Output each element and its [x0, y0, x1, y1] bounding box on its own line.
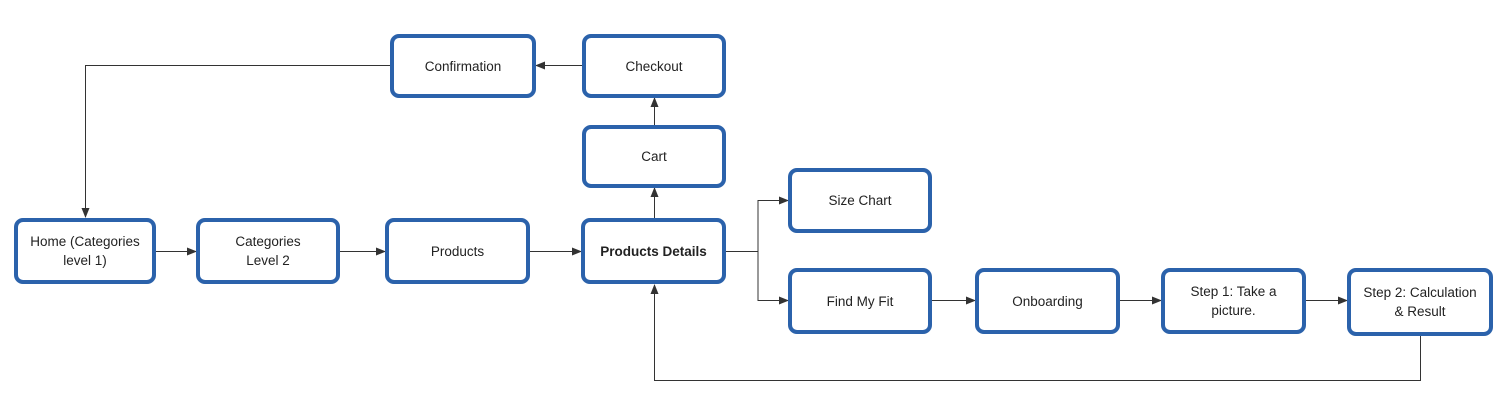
step2-label: Step 2: Calculation & Result: [1363, 285, 1477, 319]
connector-step2-to-details: [650, 284, 1421, 381]
home-label: Home (Categories level 1): [30, 234, 140, 268]
step1-node: Step 1: Take a picture.: [1161, 268, 1306, 334]
products-node: Products: [385, 218, 530, 284]
categories-level-2-node: Categories Level 2: [196, 218, 340, 284]
product-details-label: Products Details: [600, 243, 707, 259]
checkout-label: Checkout: [625, 58, 683, 74]
checkout-node: Checkout: [582, 34, 726, 98]
step2-node: Step 2: Calculation & Result: [1347, 268, 1493, 336]
connector-details-to-size-chart: [726, 196, 789, 252]
cart-node: Cart: [582, 125, 726, 188]
cart-label: Cart: [641, 149, 667, 164]
home-node: Home (Categories level 1): [14, 218, 156, 284]
products-label: Products: [430, 243, 485, 259]
connector-confirmation-to-home: [81, 65, 390, 218]
categories-level-2-label: Categories Level 2: [235, 234, 301, 268]
product-details-node: Products Details: [581, 218, 726, 284]
size-chart-node: Size Chart: [788, 168, 932, 233]
onboarding-node: Onboarding: [975, 268, 1120, 334]
onboarding-label: Onboarding: [1012, 293, 1083, 309]
confirmation-label: Confirmation: [424, 58, 502, 74]
size-chart-label: Size Chart: [828, 193, 892, 208]
find-my-fit-label: Find My Fit: [826, 293, 894, 309]
confirmation-node: Confirmation: [390, 34, 536, 98]
connector-details-to-find-my-fit: [757, 251, 789, 305]
step1-label: Step 1: Take a picture.: [1190, 284, 1277, 318]
find-my-fit-node: Find My Fit: [788, 268, 932, 334]
